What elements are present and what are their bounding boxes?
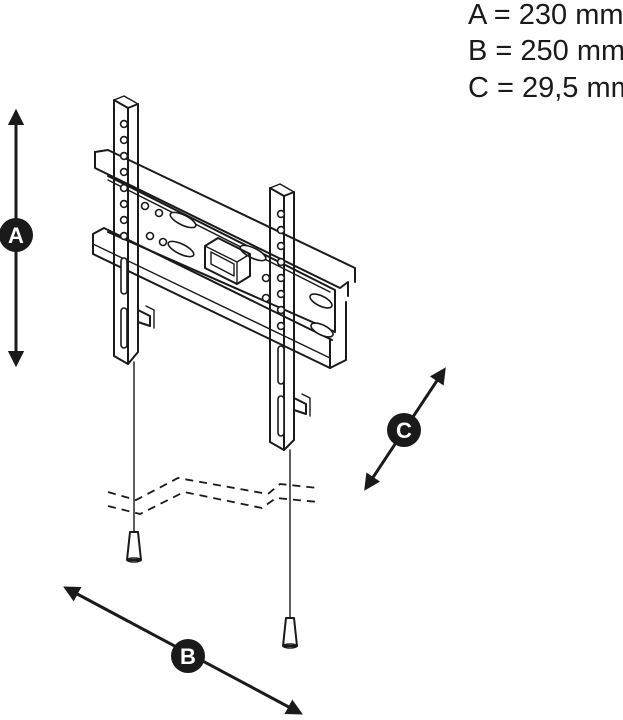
badge-a-icon: [0, 218, 33, 252]
right-vertical-arm: [269, 183, 311, 451]
badge-b-label: B: [180, 644, 196, 669]
left-vertical-arm: [113, 95, 155, 365]
dimension-b-text: B = 250 mm: [468, 35, 623, 67]
dimension-b-arrow: B: [63, 586, 303, 715]
wall-plate: [92, 149, 356, 369]
badge-c-icon: [387, 413, 421, 447]
badge-b-icon: [171, 639, 205, 673]
dimension-c-arrow: C: [364, 367, 446, 491]
badge-c-label: C: [396, 418, 412, 443]
dimension-c-text: C = 29,5 mm: [468, 72, 623, 104]
dimension-legend: A = 230 mm B = 250 mm C = 29,5 mm: [468, 0, 623, 104]
cord-weight-icon: [126, 531, 142, 561]
dimension-a-arrow: A: [0, 108, 33, 368]
badge-a-label: A: [8, 223, 24, 248]
dimension-a-text: A = 230 mm: [468, 0, 623, 31]
cord-weight-icon: [282, 617, 298, 647]
tv-outline-break: [107, 477, 319, 515]
safety-cords: [126, 361, 298, 649]
